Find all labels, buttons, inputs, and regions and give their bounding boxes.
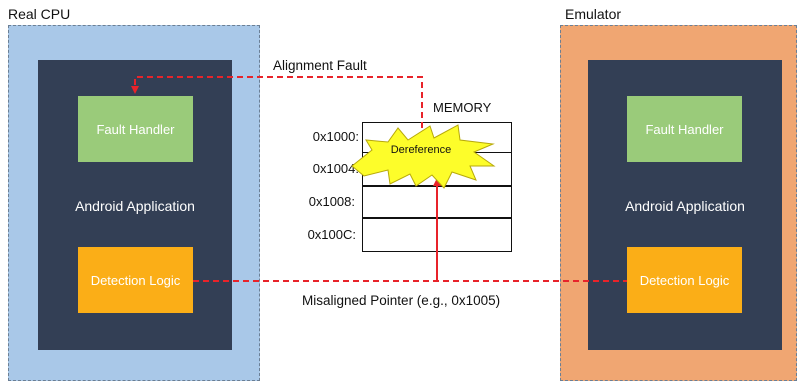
- address-0x1008: 0x1008:: [308, 194, 355, 209]
- emulator-fault-handler: Fault Handler: [627, 96, 742, 162]
- emulator-fault-handler-label: Fault Handler: [645, 121, 724, 137]
- real-cpu-label: Real CPU: [8, 6, 71, 22]
- real-cpu-fault-handler-label: Fault Handler: [96, 121, 175, 137]
- address-0x1000: 0x1000:: [312, 129, 359, 144]
- emulator-app-label: Android Application: [625, 198, 745, 214]
- real-cpu-app-label: Android Application: [75, 198, 195, 214]
- address-0x1004: 0x1004:: [312, 161, 359, 176]
- dereference-burst-icon: [351, 124, 496, 189]
- real-cpu-detection-logic: Detection Logic: [78, 247, 193, 313]
- emulator-detection-logic: Detection Logic: [627, 247, 742, 313]
- alignment-fault-arrow: [131, 76, 423, 128]
- real-cpu-fault-handler: Fault Handler: [78, 96, 193, 162]
- emulator-detection-logic-label: Detection Logic: [639, 272, 730, 288]
- misaligned-pointer-label: Misaligned Pointer (e.g., 0x1005): [302, 293, 501, 308]
- real-cpu-detection-logic-label: Detection Logic: [90, 272, 181, 288]
- address-0x100c: 0x100C:: [307, 227, 356, 242]
- emulator-label: Emulator: [565, 6, 622, 22]
- memory-title: MEMORY: [433, 100, 492, 115]
- dereference-label: Dereference: [390, 144, 452, 156]
- alignment-fault-label: Alignment Fault: [273, 58, 367, 73]
